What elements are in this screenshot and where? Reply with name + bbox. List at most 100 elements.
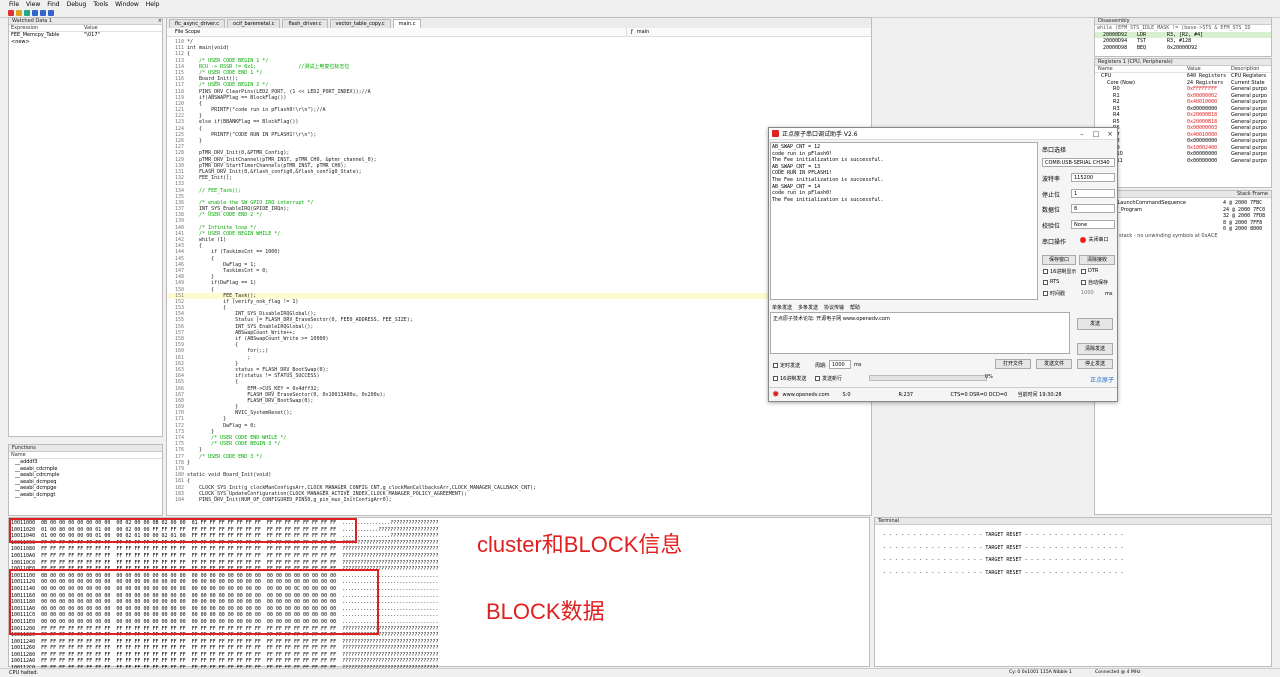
code-line[interactable]: 154 INT_SYS_DisableIRQGlobal();	[167, 311, 871, 317]
reset-icon[interactable]	[16, 10, 22, 16]
menu-item-tools[interactable]: Tools	[93, 1, 109, 8]
code-line[interactable]: 179	[167, 466, 871, 472]
reg-col-desc[interactable]: Description	[1231, 66, 1260, 72]
code-line[interactable]: 149 if(DwFlag == 1)	[167, 280, 871, 286]
menu-item-file[interactable]: File	[9, 1, 20, 8]
code-line[interactable]: 141 /* USER CODE BEGIN WHILE */	[167, 231, 871, 237]
menu-item-help[interactable]: Help	[145, 1, 160, 8]
code-line[interactable]: 121 PRINTF("code run in pFlash0!\r\n");/…	[167, 107, 871, 113]
send-tab[interactable]: 帮助	[850, 305, 861, 311]
code-line[interactable]: 172 DwFlag = 0;	[167, 423, 871, 429]
hex-send-checkbox[interactable]: 16进制发送	[773, 375, 806, 382]
stop-bits-select[interactable]: 1	[1071, 189, 1115, 198]
code-line[interactable]: 174 /* USER CODE END WHILE */	[167, 435, 871, 441]
code-line[interactable]: 167 FLASH_DRV_EraseSector(0, 0x10013A00u…	[167, 392, 871, 398]
tab-file[interactable]: ocif_baremetal.c	[227, 19, 281, 28]
stop-icon[interactable]	[8, 10, 14, 16]
code-line[interactable]: 124 {	[167, 126, 871, 132]
code-line[interactable]: 140 /* Infinite loop */	[167, 225, 871, 231]
code-line[interactable]: 148 }	[167, 274, 871, 280]
code-line[interactable]: 135	[167, 194, 871, 200]
clear-receive-button[interactable]: 清除接收	[1079, 255, 1115, 265]
code-line[interactable]: 150 {	[167, 287, 871, 293]
code-line[interactable]: 118 PINS_DRV_ClearPins(LED2_PORT, (1 << …	[167, 89, 871, 95]
run-icon[interactable]	[24, 10, 30, 16]
function-item[interactable]: __aeabi_cdcmple	[15, 465, 58, 472]
tab-file[interactable]: flash_driver.c	[282, 19, 328, 28]
code-line[interactable]: 120 {	[167, 101, 871, 107]
code-line[interactable]: 110*/	[167, 39, 871, 45]
code-line[interactable]: 171 }	[167, 416, 871, 422]
memory-row[interactable]: 10011100 0B 00 00 00 00 00 00 00 00 00 0…	[11, 572, 439, 579]
maximize-icon[interactable]: □	[1092, 129, 1100, 138]
code-line[interactable]: 169 }	[167, 404, 871, 410]
status-website[interactable]: www.openedv.com	[782, 391, 830, 398]
memory-row[interactable]: 100110C0 FF FF FF FF FF FF FF FF FF FF F…	[11, 559, 439, 566]
send-file-button[interactable]: 发送文件	[1036, 359, 1072, 369]
stack-row[interactable]: 32 @ 2000 7FD8	[1095, 213, 1271, 220]
tab-file[interactable]: flc_async_driver.c	[169, 19, 226, 28]
code-line[interactable]: 127	[167, 144, 871, 150]
parity-select[interactable]: None	[1071, 220, 1115, 229]
memory-row[interactable]: 10011280 FF FF FF FF FF FF FF FF FF FF F…	[11, 651, 439, 658]
code-line[interactable]: 178}	[167, 460, 871, 466]
code-line[interactable]: 176 }	[167, 447, 871, 453]
memory-row[interactable]: 10011180 00 00 00 00 00 00 00 00 00 00 0…	[11, 599, 439, 606]
code-line[interactable]: 184 PINS_DRV_Init(NUM_OF_CONFIGURED_PINS…	[167, 497, 871, 503]
reg-col-value[interactable]: Value	[1187, 66, 1201, 72]
code-line[interactable]: 114 RCU -> RSSR != 0x1; //测试上电复位标志位	[167, 64, 871, 70]
memory-row[interactable]: 10011240 FF FF FF FF FF FF FF FF FF FF F…	[11, 638, 439, 645]
code-line[interactable]: 158 if (ABSwapCount_Write >= 10000)	[167, 336, 871, 342]
menu-item-window[interactable]: Window	[115, 1, 139, 8]
register-row[interactable]: R110x00000000General purpo	[1095, 158, 1271, 165]
step-out-icon[interactable]	[48, 10, 54, 16]
dtr-checkbox[interactable]: DTR	[1081, 268, 1098, 274]
code-line[interactable]: 115 /* USER CODE END 1 */	[167, 70, 871, 76]
code-line[interactable]: 173 }	[167, 429, 871, 435]
code-line[interactable]: 177 /* USER CODE END 3 */	[167, 454, 871, 460]
code-line[interactable]: 138 /* USER CODE END 2 */	[167, 212, 871, 218]
tab-file[interactable]: main.c	[392, 19, 422, 28]
code-line[interactable]: 166 EFM->CUS_KEY = 0x4dff32;	[167, 386, 871, 392]
tab-file[interactable]: vector_table_copy.c	[329, 19, 391, 28]
code-line[interactable]: 159 {	[167, 342, 871, 348]
code-line[interactable]: 153 {	[167, 305, 871, 311]
code-line[interactable]: 182 CLOCK_SYS_Init(g_clockManConfigsArr,…	[167, 485, 871, 491]
send-tab[interactable]: 单条发送	[772, 305, 793, 311]
code-line[interactable]: 143 {	[167, 243, 871, 249]
col-expression[interactable]: Expression	[11, 25, 39, 31]
code-line[interactable]: 126 }	[167, 138, 871, 144]
memory-row[interactable]: 10011080 FF FF FF FF FF FF FF FF FF FF F…	[11, 546, 439, 553]
memory-row[interactable]: 100112A0 FF FF FF FF FF FF FF FF FF FF F…	[11, 658, 439, 665]
function-item[interactable]: __aeabi_dcmpgt	[15, 491, 56, 498]
memory-row[interactable]: 10011020 01 00 80 00 00 00 01 00 00 02 0…	[11, 526, 439, 533]
memory-row[interactable]: 10011040 01 00 00 00 00 00 01 00 00 02 0…	[11, 533, 439, 540]
col-value[interactable]: Value	[84, 25, 98, 31]
code-line[interactable]: 112{	[167, 51, 871, 57]
scope-left[interactable]: File Scope	[167, 28, 627, 36]
step-over-icon[interactable]	[32, 10, 38, 16]
stop-send-button[interactable]: 停止发送	[1077, 359, 1113, 369]
code-line[interactable]: 122 }	[167, 113, 871, 119]
open-file-button[interactable]: 打开文件	[995, 359, 1031, 369]
memory-row[interactable]: 100111E0 00 00 00 00 00 00 00 00 00 00 0…	[11, 618, 439, 625]
stack-row[interactable]: 0 @ 2000 8000	[1095, 226, 1271, 233]
step-into-icon[interactable]	[40, 10, 46, 16]
menu-item-debug[interactable]: Debug	[66, 1, 87, 8]
code-line[interactable]: 161 ;	[167, 355, 871, 361]
code-line[interactable]: 116 Board_Init();	[167, 76, 871, 82]
code-line[interactable]: 152 if (verify_nok_flag != 1)	[167, 299, 871, 305]
code-line[interactable]: 183 CLOCK_SYS_UpdateConfiguration(CLOCK_…	[167, 491, 871, 497]
function-item[interactable]: __aeabi_cdrcmple	[15, 472, 60, 478]
stack-row[interactable]: 8 @ 2000 7FF8	[1095, 220, 1271, 227]
